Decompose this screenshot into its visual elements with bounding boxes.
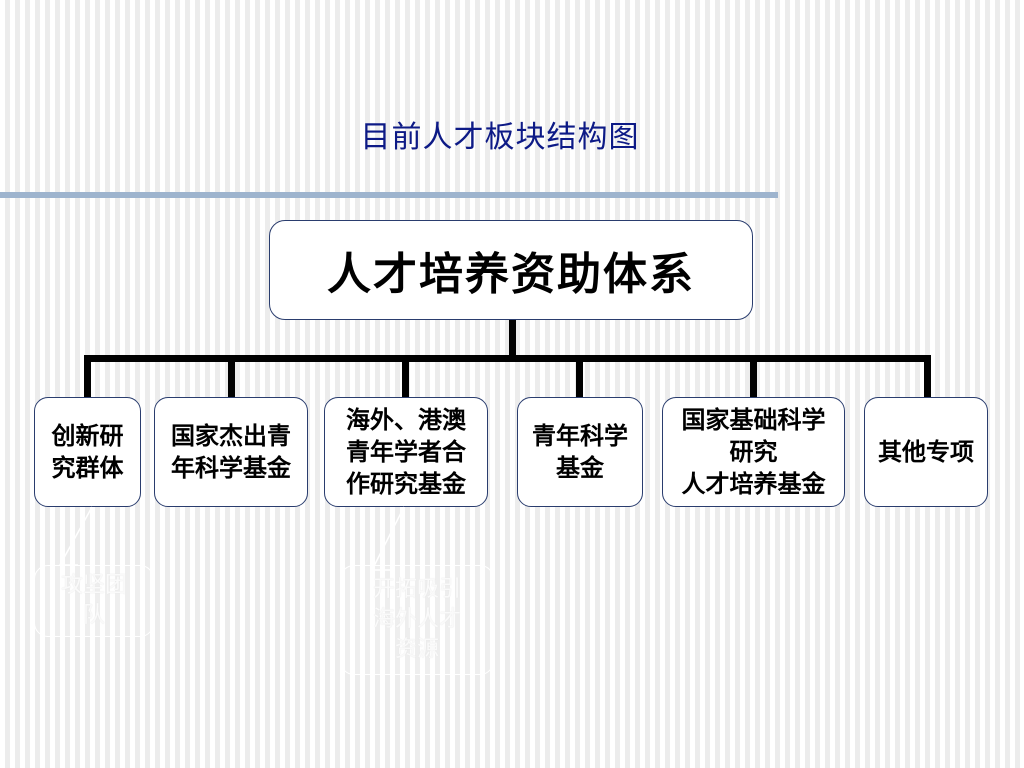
connector-child-6: [924, 355, 931, 397]
child-node-label: 国家杰出青 年科学基金: [171, 422, 291, 482]
connector-child-5: [750, 355, 757, 397]
root-node: 人才培养资助体系: [269, 220, 753, 320]
child-node-basic-science-talent: 国家基础科学 研究 人才培养基金: [662, 397, 845, 507]
child-node-label: 创新研 究群体: [51, 422, 124, 482]
root-node-label: 人才培养资助体系: [327, 249, 695, 300]
connector-child-2: [228, 355, 235, 397]
title-divider: [0, 192, 778, 198]
connector-child-1: [84, 355, 91, 397]
callout-label: 攻坚团 队: [60, 573, 127, 628]
child-node-other-special: 其他专项: [864, 397, 988, 507]
child-node-label: 国家基础科学 研究 人才培养基金: [681, 406, 826, 498]
callout-key-team: 攻坚团 队: [34, 565, 154, 637]
child-node-label: 其他专项: [878, 438, 974, 466]
child-node-distinguished-young: 国家杰出青 年科学基金: [154, 397, 308, 507]
child-node-label: 海外、港澳 青年学者合 作研究基金: [346, 406, 466, 498]
child-node-young-scientists: 青年科学 基金: [517, 397, 643, 507]
connector-child-4: [576, 355, 583, 397]
callout-label: 开拓吸引 海外人才 资源: [372, 577, 461, 662]
child-node-overseas-cooperation: 海外、港澳 青年学者合 作研究基金: [324, 397, 488, 507]
connector-root-stem: [509, 320, 516, 360]
child-node-label: 青年科学 基金: [532, 422, 628, 482]
connector-horizontal-bar: [84, 355, 931, 362]
connector-child-3: [402, 355, 409, 397]
page-title: 目前人才板块结构图: [360, 120, 640, 155]
callout-overseas-talent: 开拓吸引 海外人才 资源: [340, 565, 494, 675]
child-node-innovation-group: 创新研 究群体: [34, 397, 141, 507]
